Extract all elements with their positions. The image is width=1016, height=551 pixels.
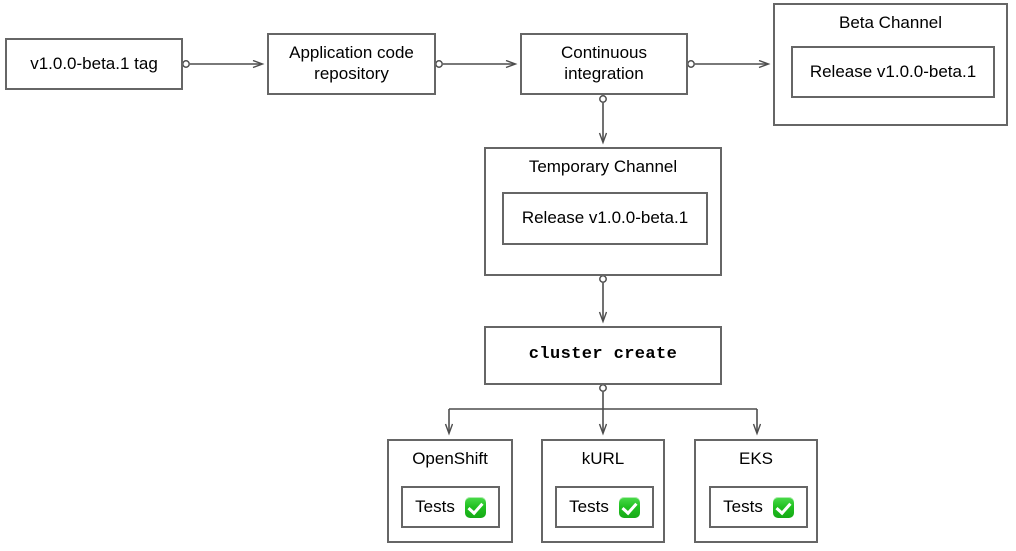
edge-cluster-create-fanout — [449, 384, 757, 433]
openshift-tests-box[interactable]: Tests — [401, 486, 500, 528]
edge-ci-to-temporary-channel — [600, 95, 606, 142]
edge-tag-to-repo — [182, 61, 262, 67]
cluster-create-node[interactable]: cluster create — [484, 326, 722, 385]
check-mark-button-icon — [464, 496, 486, 518]
continuous-integration-node[interactable]: Continuous integration — [520, 33, 688, 95]
openshift-node[interactable]: OpenShift Tests — [387, 439, 513, 543]
eks-title: EKS — [738, 449, 774, 468]
openshift-title: OpenShift — [412, 449, 488, 468]
app-code-repository-node[interactable]: Application code repository — [267, 33, 436, 95]
eks-tests-label: Tests — [723, 496, 763, 516]
eks-tests-box[interactable]: Tests — [709, 486, 808, 528]
beta-channel-title: Beta Channel — [838, 13, 943, 32]
kurl-tests-label: Tests — [569, 496, 609, 516]
kurl-title: kURL — [581, 449, 625, 468]
beta-channel-release-box[interactable]: Release v1.0.0-beta.1 — [791, 46, 995, 98]
edge-temporary-channel-to-cluster-create — [600, 275, 606, 321]
app-code-repository-node-label: Application code repository — [289, 43, 414, 83]
temporary-channel-release-box[interactable]: Release v1.0.0-beta.1 — [502, 192, 708, 245]
tag-node[interactable]: v1.0.0-beta.1 tag — [5, 38, 183, 90]
check-mark-button-icon — [618, 496, 640, 518]
temporary-channel-node[interactable]: Temporary Channel Release v1.0.0-beta.1 — [484, 147, 722, 276]
eks-node[interactable]: EKS Tests — [694, 439, 818, 543]
edge-repo-to-ci — [435, 61, 515, 67]
temporary-channel-title: Temporary Channel — [528, 157, 678, 176]
beta-channel-node[interactable]: Beta Channel Release v1.0.0-beta.1 — [773, 3, 1008, 126]
edge-ci-to-beta-channel — [687, 61, 768, 67]
beta-channel-release-label: Release v1.0.0-beta.1 — [809, 61, 977, 81]
openshift-tests-label: Tests — [415, 496, 455, 516]
cluster-create-label: cluster create — [528, 345, 678, 365]
tag-node-label: v1.0.0-beta.1 tag — [30, 53, 158, 73]
continuous-integration-node-label: Continuous integration — [560, 43, 647, 83]
kurl-node[interactable]: kURL Tests — [541, 439, 665, 543]
temporary-channel-release-label: Release v1.0.0-beta.1 — [521, 208, 689, 228]
kurl-tests-box[interactable]: Tests — [555, 486, 654, 528]
check-mark-button-icon — [772, 496, 794, 518]
